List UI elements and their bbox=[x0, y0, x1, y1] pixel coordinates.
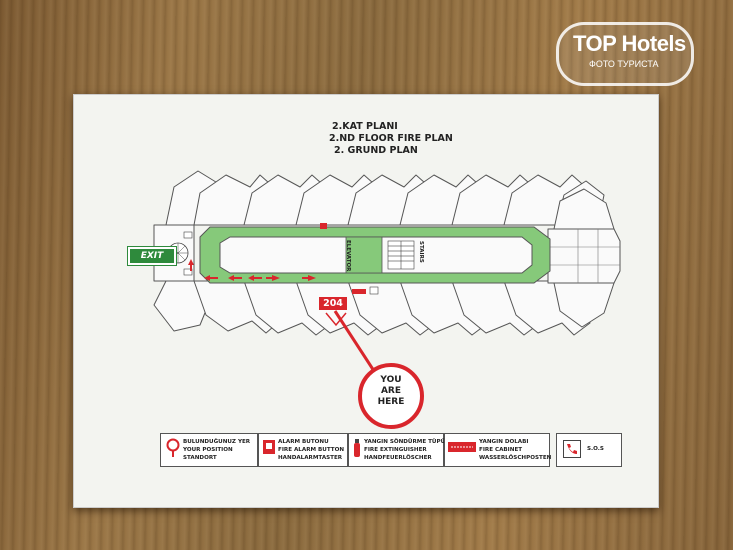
legend-fire-alarm: ALARM BUTONU FIRE ALARM BUTTON HANDALARM… bbox=[258, 433, 348, 467]
phone-icon bbox=[563, 440, 581, 458]
floor-plan-drawing bbox=[153, 170, 621, 372]
exit-sign: EXIT bbox=[127, 246, 177, 266]
fire-cabinet-marker bbox=[352, 289, 366, 294]
legend-alarm-line-3: HANDALARMTASTER bbox=[278, 455, 343, 461]
title-line-2: 2.ND FLOOR FIRE PLAN bbox=[329, 133, 453, 144]
legend-extinguisher-line-3: HANDFEUERLÖSCHER bbox=[364, 455, 432, 461]
legend-alarm-line-2: FIRE ALARM BUTTON bbox=[278, 447, 345, 453]
fire-alarm-marker bbox=[320, 223, 327, 229]
legend-position-line-2: YOUR POSITION bbox=[183, 447, 233, 453]
legend-cabinet-line-2: FIRE CABINET bbox=[479, 447, 523, 453]
legend-position-line-1: BULUNDUĞUNUZ YER bbox=[183, 439, 251, 445]
legend-sos: S.O.S bbox=[556, 433, 622, 467]
room-number-badge: 204 bbox=[319, 297, 347, 310]
legend-cabinet-line-1: YANGIN DOLABI bbox=[479, 439, 529, 445]
legend-position: BULUNDUĞUNUZ YER YOUR POSITION STANDORT bbox=[160, 433, 258, 467]
you-are-here-line-1: YOU bbox=[380, 375, 402, 385]
watermark-brand: TOP Hotels bbox=[573, 31, 686, 56]
sos-marker bbox=[369, 286, 379, 295]
legend-fire-cabinet: YANGIN DOLABI FIRE CABINET WASSERLÖSCHPO… bbox=[444, 433, 552, 467]
lift-lobby bbox=[345, 236, 383, 274]
legend-position-line-3: STANDORT bbox=[183, 455, 217, 461]
fire-alarm-icon bbox=[263, 440, 275, 454]
tophotels-watermark: TOP Hotels ФОТО ТУРИСТА bbox=[556, 22, 694, 86]
right-end-wing-top bbox=[553, 188, 615, 230]
legend-extinguisher-line-1: YANGIN SÖNDÜRME TÜPÜ bbox=[364, 439, 446, 445]
title-line-1: 2.KAT PLANI bbox=[332, 121, 398, 132]
title-line-3: 2. GRUND PLAN bbox=[334, 145, 418, 156]
position-marker-icon bbox=[166, 438, 180, 457]
watermark-subtitle: ФОТО ТУРИСТА bbox=[589, 59, 659, 69]
legend-sos-line-1: S.O.S bbox=[587, 446, 604, 452]
legend-alarm-line-1: ALARM BUTONU bbox=[278, 439, 329, 445]
position-pointer-line bbox=[333, 310, 376, 372]
fire-cabinet-icon bbox=[448, 442, 476, 452]
right-end-block bbox=[547, 228, 621, 284]
evacuation-arrows bbox=[188, 259, 316, 281]
fire-plan-sign: 2.KAT PLANI 2.ND FLOOR FIRE PLAN 2. GRUN… bbox=[73, 94, 659, 508]
you-are-here-line-3: HERE bbox=[377, 397, 405, 407]
stairs-label: STAIRS bbox=[418, 241, 424, 263]
legend-extinguisher-line-2: FIRE EXTINGUISHER bbox=[364, 447, 427, 453]
legend-extinguisher: YANGIN SÖNDÜRME TÜPÜ FIRE EXTINGUISHER H… bbox=[348, 433, 446, 467]
right-end-wing-bottom bbox=[553, 282, 615, 328]
legend-cabinet-line-3: WASSERLÖSCHPOSTEN bbox=[479, 455, 552, 461]
stairs-drawing bbox=[387, 240, 415, 270]
you-are-here-line-2: ARE bbox=[380, 386, 402, 396]
elevator-label: ELEVATOR bbox=[345, 240, 351, 272]
fire-extinguisher-icon bbox=[354, 439, 360, 457]
you-are-here-marker: YOU ARE HERE bbox=[358, 363, 424, 429]
